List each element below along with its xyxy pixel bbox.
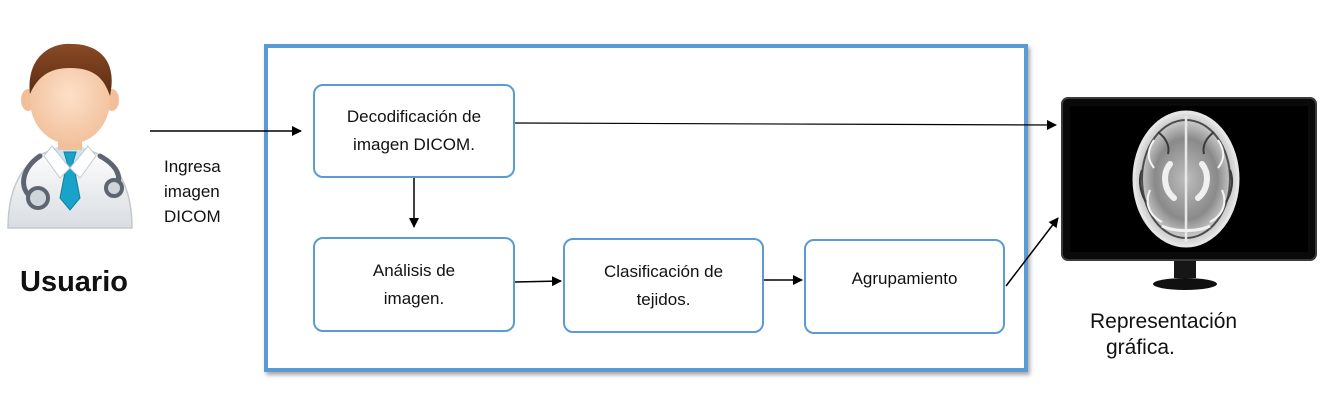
image-analysis-line-1: Análisis de: [372, 260, 456, 280]
brain-mri-image: [1132, 110, 1240, 248]
monitor-icon: [1061, 97, 1317, 290]
decode-dicom-line-2: imagen DICOM.: [353, 135, 475, 154]
output-label-line-1: Representación: [1090, 310, 1238, 333]
arrow-analysis-to-classification: [514, 276, 562, 287]
tissue-classification-line-2: tejidos.: [636, 289, 691, 309]
output-label: Representación gráfica.: [1090, 309, 1237, 361]
grouping-box: Agrupamiento: [804, 239, 1005, 334]
arrow-decode-to-monitor: [514, 119, 1057, 130]
tissue-classification-box: Clasificación de tejidos.: [563, 238, 764, 333]
tissue-classification-line-1: Clasificación de: [603, 261, 724, 281]
image-analysis-box: Análisis de imagen.: [313, 237, 515, 332]
input-label-line-2: imagen: [164, 182, 220, 201]
user-label: Usuario: [20, 266, 128, 298]
doctor-icon: [7, 43, 133, 229]
arrow-grouping-to-monitor: [1005, 217, 1059, 287]
decode-dicom-line-1: Decodificación de: [346, 107, 482, 126]
input-label: Ingresa imagen DICOM: [164, 154, 221, 229]
grouping-line-1: Agrupamiento: [851, 269, 958, 288]
input-label-line-3: DICOM: [164, 207, 221, 226]
image-analysis-line-2: imagen.: [383, 288, 445, 308]
decode-dicom-box: Decodificación de imagen DICOM.: [313, 84, 515, 178]
input-label-line-1: Ingresa: [164, 157, 221, 176]
output-label-line-2: gráfica.: [1106, 336, 1175, 359]
